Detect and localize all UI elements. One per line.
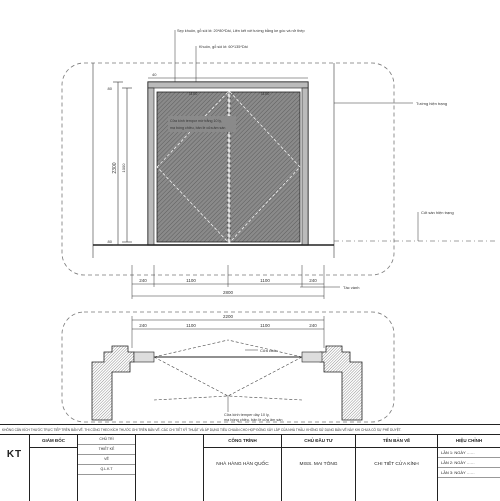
revision-2: LẦN 2: NGÀY …… — [438, 458, 500, 468]
label-cong-trinh: CÔNG TRÌNH — [204, 435, 281, 448]
plan-swing-up-right — [227, 339, 303, 358]
swing-line-right — [229, 91, 301, 243]
annotation-frame-spec: Sẹp khuôn, gỗ sồi kt: 20*80*Dài, Liên kế… — [177, 28, 305, 33]
dim-bottom-total: 2800 — [223, 290, 234, 295]
plan-dim-3: 1100 — [260, 323, 270, 328]
dim-top-center-label: 1100 — [189, 91, 198, 96]
dim-top-right-label: 1100 — [261, 91, 270, 96]
plan-dim-total: 2200 — [223, 314, 234, 319]
label-ve: VẼ — [78, 455, 135, 465]
wall-outline-plan — [61, 311, 395, 423]
col-ten-ban-ve: TÊN BẢN VẼ CHI TIẾT CỬA KÍNH — [356, 435, 438, 501]
label-qlkt: Q.L.K.T — [78, 465, 135, 475]
plan-wall-left — [91, 345, 135, 421]
col-hieu-chinh: HIỆU CHỈNH LẦN 1: NGÀY …… LẦN 2: NGÀY ……… — [438, 435, 500, 501]
title-block: KHÔNG CĂN KÍCH THƯỚC TRỰC TIẾP TRÊN BẢN … — [0, 424, 500, 501]
investor-name: MISS. MAI TÔNG — [299, 462, 338, 467]
plan-dim-2: 1100 — [186, 323, 196, 328]
plan-swing-right — [226, 356, 303, 401]
door-jamb-left — [147, 87, 155, 246]
dim-height-label: 2300 — [112, 162, 118, 173]
annotation-glass-plan-line1: Cửa kính temper dầy 10 ly, — [224, 413, 270, 417]
plan-wall-right — [319, 345, 363, 421]
plan-swing-up-left — [153, 339, 229, 358]
revision-1: LẦN 1: NGÀY …… — [438, 448, 500, 458]
dim-side-small-label: 80 — [108, 239, 113, 244]
drawing-name: CHI TIẾT CỬA KÍNH — [374, 462, 419, 467]
dim-bottom-2: 1100 — [186, 278, 196, 283]
dim-bottom-4: 240 — [309, 278, 317, 283]
annotation-floor-plan-arrow: Tác vành — [343, 285, 359, 290]
annotation-door-frame-plan: Cửa cuốn — [260, 348, 278, 353]
col-chu-dau-tu: CHỦ ĐẦU TƯ MISS. MAI TÔNG — [282, 435, 356, 501]
dim-side-label: 1000 — [121, 163, 126, 173]
plan-jamb-left — [133, 351, 155, 363]
label-giam-doc: GIÁM ĐỐC — [30, 435, 77, 448]
door-jamb-right — [301, 87, 309, 246]
plan-dim-1: 240 — [139, 323, 147, 328]
col-roles: CHỦ TRÌ THIẾT KẾ VẼ Q.L.K.T — [78, 435, 136, 501]
annotation-glass-line2: mạ bóng chiều, bản lề cửa âm sàn — [170, 126, 225, 130]
dim-bottom-1: 240 — [139, 278, 147, 283]
annotation-wall: Tường hiện trạng — [416, 101, 447, 106]
door-frame-top-bar — [147, 81, 309, 89]
plan-dim-4: 240 — [309, 323, 317, 328]
label-chu-dau-tu: CHỦ ĐẦU TƯ — [282, 435, 355, 448]
glass-panel-left — [156, 91, 229, 243]
glass-label-bg — [168, 116, 236, 132]
col-signatures — [136, 435, 204, 501]
col-cong-trinh: CÔNG TRÌNH NHÀ HÀNG HÀN QUỐC — [204, 435, 282, 501]
dim-top-left-label: 40 — [152, 72, 157, 77]
label-hieu-chinh: HIỆU CHỈNH — [438, 435, 500, 448]
annotation-glass-plan-line2: mạ bóng chiều, bản lề cửa âm sàn — [224, 418, 282, 422]
dim-height-small-label: 80 — [108, 86, 113, 91]
glass-panel-right — [229, 91, 301, 243]
col-giam-doc: GIÁM ĐỐC — [30, 435, 78, 501]
title-block-note: KHÔNG CĂN KÍCH THƯỚC TRỰC TIẾP TRÊN BẢN … — [0, 425, 500, 435]
dim-bottom-3: 1100 — [260, 278, 270, 283]
plan-jamb-right — [301, 351, 323, 363]
project-name: NHÀ HÀNG HÀN QUỐC — [216, 462, 269, 467]
annotation-frame: Khuôn, gỗ sồi kt: 60*135*Dài — [199, 44, 248, 49]
label-thiet-ke: THIẾT KẾ — [78, 445, 135, 455]
plan-swing-left — [153, 356, 230, 401]
annotation-glass-line1: Cửa kính tempor mờ trắng 10 ly, — [170, 118, 222, 123]
label-chu-tri: CHỦ TRÌ — [78, 435, 135, 445]
annotation-floor-level: Cốt sàn hiện trạng — [421, 210, 454, 215]
revision-3: LẦN 3: NGÀY …… — [438, 468, 500, 478]
company-logo: KT — [0, 435, 30, 501]
label-ten-ban-ve: TÊN BẢN VẼ — [356, 435, 437, 448]
